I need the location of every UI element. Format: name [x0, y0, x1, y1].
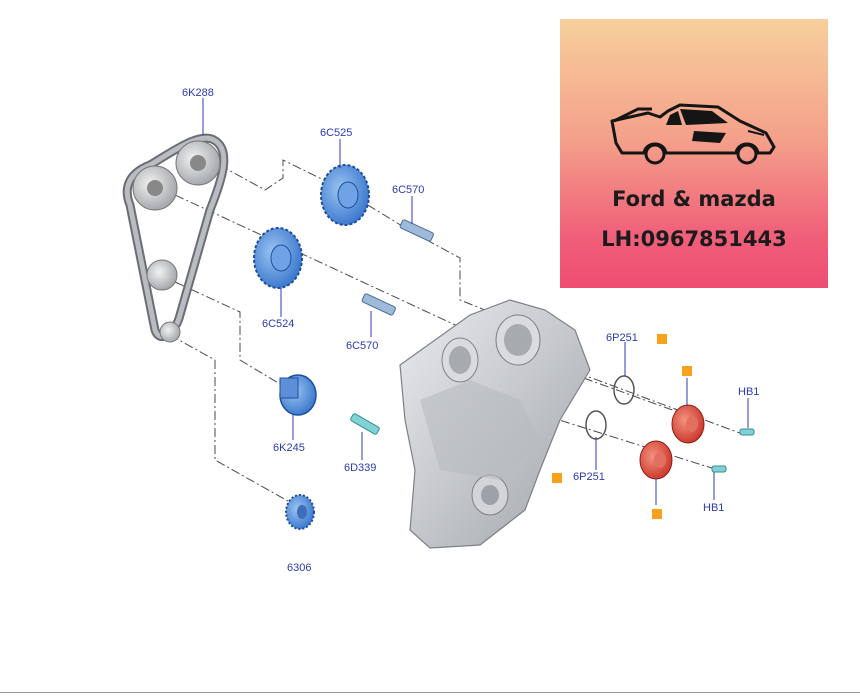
bottom-divider — [0, 692, 860, 693]
engine-front-cover — [399, 299, 591, 549]
orange-markers — [552, 334, 692, 519]
banner-brand-text: Ford & mazda — [612, 187, 776, 211]
label-6k288: 6K288 — [182, 87, 214, 99]
cam-actuator-upper — [671, 404, 705, 444]
cam-actuator-lower — [639, 440, 673, 480]
label-6p251-lower: 6P251 — [573, 471, 605, 483]
plug-lower — [711, 465, 727, 473]
label-6c570-upper: 6C570 — [392, 184, 424, 196]
label-6c524: 6C524 — [262, 318, 294, 330]
sprocket-bolt-lower — [361, 293, 396, 316]
seal-lower — [585, 410, 607, 440]
label-hb1-upper: HB1 — [738, 386, 759, 398]
label-hb1-lower: HB1 — [703, 502, 724, 514]
belt-tensioner — [279, 374, 317, 416]
banner-phone-text: LH:0967851443 — [601, 227, 787, 251]
sprocket-bolt-upper — [399, 219, 434, 242]
crankshaft-sprocket — [285, 494, 315, 530]
intake-cam-sprocket — [253, 227, 303, 289]
sports-car-icon — [610, 103, 776, 165]
part-labels: 6K288 6C525 6C570 6C524 6C570 6K245 6D33… — [182, 87, 759, 574]
plug-upper — [739, 428, 755, 436]
label-6c570-lower: 6C570 — [346, 340, 378, 352]
label-6k245: 6K245 — [273, 442, 305, 454]
dealer-banner: Ford & mazda LH:0967851443 — [560, 19, 828, 288]
label-6d339: 6D339 — [344, 462, 376, 474]
timing-belt — [122, 133, 229, 343]
exhaust-cam-sprocket — [320, 164, 370, 226]
label-6c525: 6C525 — [320, 127, 352, 139]
leader-lines — [202, 98, 749, 505]
seal-upper — [613, 375, 635, 405]
label-6306: 6306 — [287, 562, 311, 574]
label-6p251-upper: 6P251 — [606, 332, 638, 344]
tensioner-bolt — [350, 413, 380, 435]
